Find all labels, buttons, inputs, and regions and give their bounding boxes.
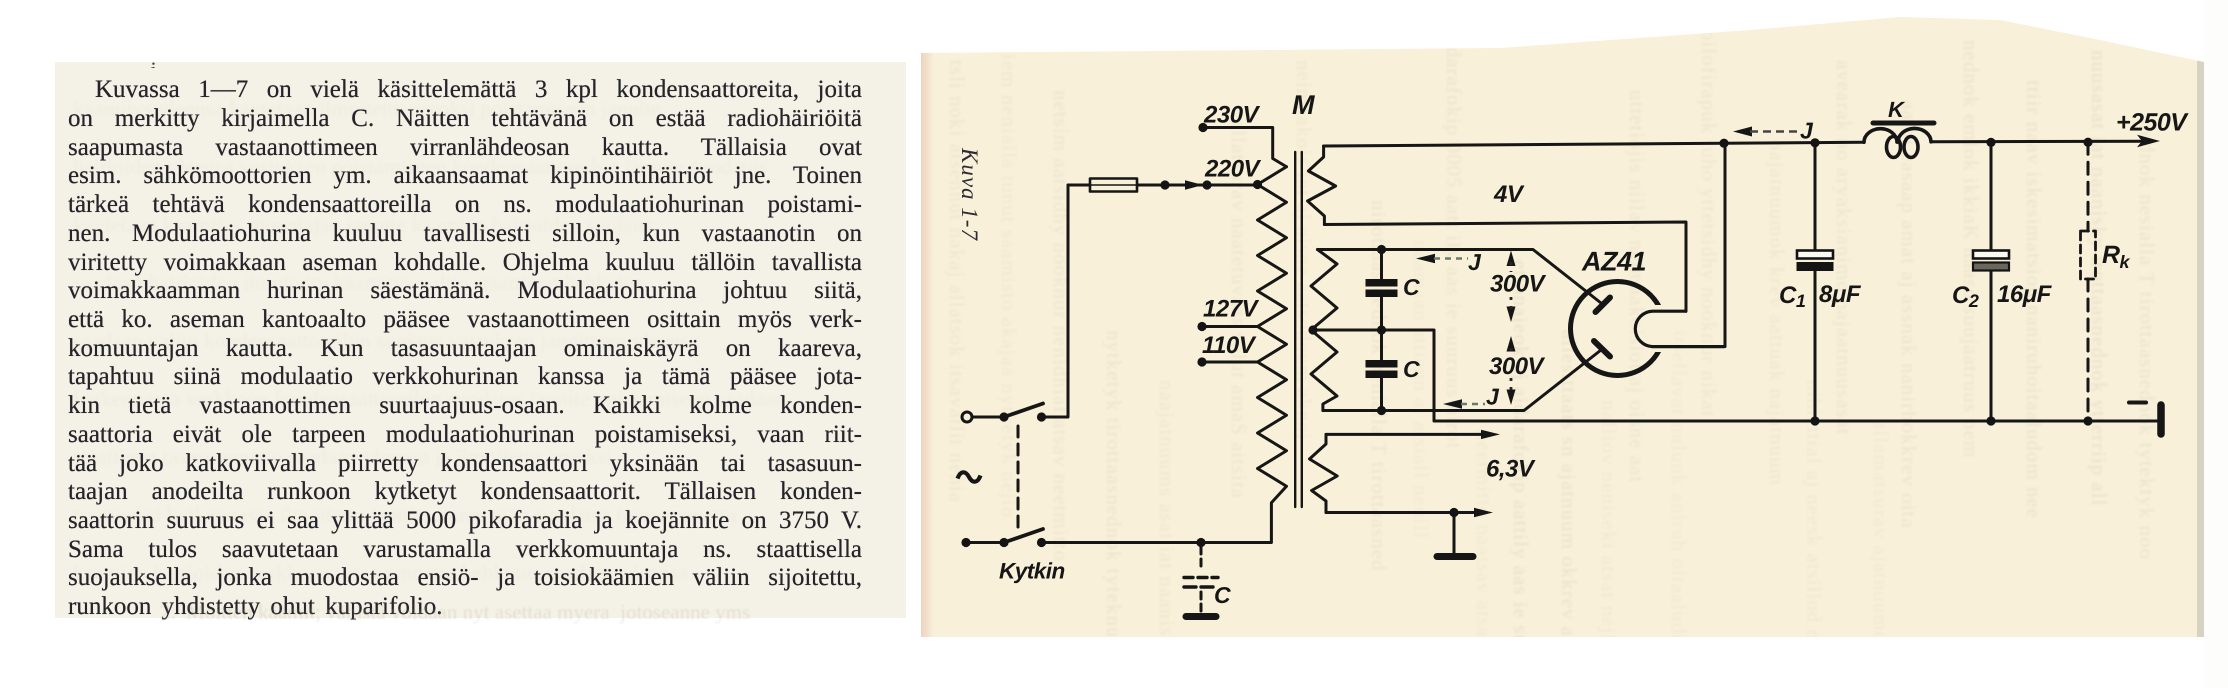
svg-text:J: J [1800, 117, 1814, 143]
svg-text:110V: 110V [1202, 332, 1257, 359]
svg-text:K: K [1888, 97, 1906, 122]
svg-text:220V: 220V [1204, 155, 1262, 182]
svg-text:M: M [1292, 90, 1315, 120]
svg-text:300V: 300V [1490, 270, 1547, 297]
svg-text:+250V: +250V [2116, 108, 2189, 136]
svg-text:300V: 300V [1489, 353, 1546, 380]
svg-text:C: C [1214, 582, 1231, 608]
svg-text:16μF: 16μF [1997, 281, 2053, 308]
svg-text:230V: 230V [1203, 101, 1261, 128]
svg-text:J: J [1468, 249, 1482, 275]
svg-text:6,3V: 6,3V [1486, 455, 1536, 482]
svg-text:8μF: 8μF [1819, 281, 1862, 308]
svg-text:127V: 127V [1203, 295, 1260, 322]
svg-text:AZ41: AZ41 [1581, 246, 1646, 276]
svg-text:Kuva 1-7: Kuva 1-7 [957, 147, 982, 241]
svg-text:Kytkin: Kytkin [999, 558, 1065, 583]
svg-text:C: C [1403, 356, 1420, 382]
svg-text:C: C [1403, 274, 1420, 300]
svg-text:C1: C1 [1779, 282, 1806, 311]
svg-text:C2: C2 [1952, 282, 1979, 311]
svg-text:Rk: Rk [2102, 241, 2131, 272]
svg-text:J: J [1486, 383, 1500, 409]
svg-text:4V: 4V [1493, 181, 1525, 208]
